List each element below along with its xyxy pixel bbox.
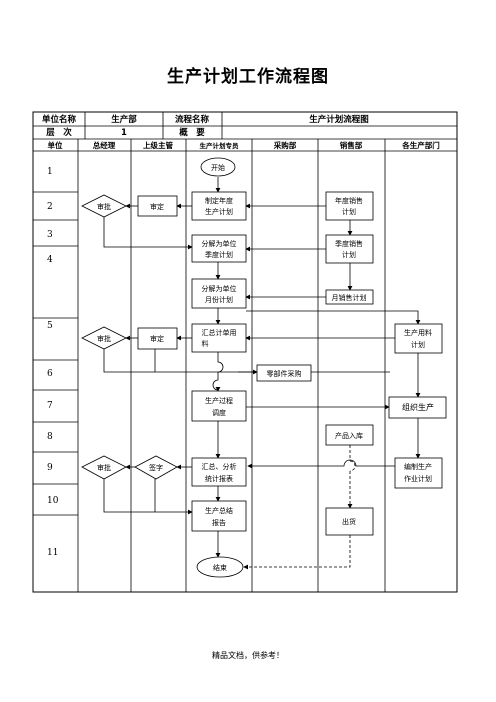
annual-plan-node: 制定年度 生产计划 bbox=[191, 191, 247, 221]
review-node-1: 审定 bbox=[137, 195, 178, 217]
svg-text:编制生产: 编制生产 bbox=[404, 462, 432, 471]
level-label: 层 次 bbox=[45, 127, 72, 138]
monthly-sales-node: 月销售计划 bbox=[325, 289, 374, 305]
svg-text:审定: 审定 bbox=[150, 202, 164, 211]
col-header-unit: 单位 bbox=[48, 140, 63, 150]
svg-text:产品入库: 产品入库 bbox=[335, 431, 363, 440]
process-control-node: 生产过程 调度 bbox=[191, 390, 247, 422]
svg-text:计划: 计划 bbox=[342, 207, 356, 216]
svg-text:汇总、分析: 汇总、分析 bbox=[202, 462, 237, 471]
svg-text:生产用料: 生产用料 bbox=[404, 328, 432, 337]
footer-note: 精品文档，供参考！ bbox=[212, 651, 284, 660]
row-number: 6 bbox=[47, 369, 53, 379]
row-number: 9 bbox=[47, 463, 53, 473]
summary-material-node: 汇总计单用 料 bbox=[191, 323, 247, 353]
svg-text:生产总结: 生产总结 bbox=[205, 506, 233, 515]
col-header-purchasing: 采购部 bbox=[273, 140, 297, 150]
svg-text:作业计划: 作业计划 bbox=[404, 474, 432, 483]
svg-text:月份计划: 月份计划 bbox=[205, 295, 233, 304]
approve-node-2: 审批 bbox=[81, 326, 127, 350]
svg-text:审批: 审批 bbox=[97, 334, 111, 343]
material-plan-node: 生产用料 计划 bbox=[394, 323, 443, 354]
process-name-value: 生产计划流程图 bbox=[309, 114, 369, 125]
svg-text:结束: 结束 bbox=[213, 563, 227, 572]
summary-report-node: 汇总、分析 统计报表 bbox=[191, 457, 247, 487]
summary-label: 概 要 bbox=[179, 127, 205, 138]
svg-text:审批: 审批 bbox=[97, 463, 111, 472]
approve-node-3: 审批 bbox=[81, 455, 127, 480]
parts-purchase-node: 零部件采购 bbox=[256, 364, 312, 382]
row-number: 7 bbox=[47, 401, 53, 411]
monthly-plan-node: 分解为单位 月份计划 bbox=[191, 278, 247, 309]
svg-text:制定年度: 制定年度 bbox=[205, 196, 233, 205]
start-node: 开始 bbox=[200, 157, 236, 177]
quarter-sales-node: 季度销售 计划 bbox=[325, 234, 374, 264]
work-plan-node: 编制生产 作业计划 bbox=[394, 457, 443, 489]
sign-node: 签字 bbox=[134, 455, 178, 480]
row-number: 2 bbox=[47, 202, 53, 212]
row-number: 4 bbox=[47, 255, 53, 265]
approve-node-1: 审批 bbox=[81, 194, 127, 218]
level-value: 1 bbox=[121, 128, 127, 138]
end-node: 结束 bbox=[196, 556, 244, 578]
svg-text:年度销售: 年度销售 bbox=[335, 196, 363, 205]
row-number: 8 bbox=[47, 432, 53, 442]
svg-text:审批: 审批 bbox=[97, 202, 111, 211]
review-node-2: 审定 bbox=[137, 327, 178, 350]
unit-name-value: 生产部 bbox=[111, 114, 137, 125]
svg-text:分解为单位: 分解为单位 bbox=[202, 239, 237, 248]
row-number: 5 bbox=[47, 321, 53, 331]
svg-text:调度: 调度 bbox=[212, 408, 226, 417]
svg-text:季度销售: 季度销售 bbox=[335, 239, 363, 248]
shipment-node: 出货 bbox=[325, 507, 374, 536]
svg-text:计划: 计划 bbox=[342, 250, 356, 259]
row-number: 10 bbox=[47, 496, 59, 506]
col-header-departments: 各生产部门 bbox=[401, 140, 440, 150]
col-header-sales: 销售部 bbox=[340, 140, 363, 150]
table-frame bbox=[32, 111, 458, 593]
quarter-plan-node: 分解为单位 季度计划 bbox=[191, 234, 247, 263]
svg-text:统计报表: 统计报表 bbox=[205, 474, 233, 483]
svg-text:月销售计划: 月销售计划 bbox=[332, 293, 367, 302]
svg-text:分解为单位: 分解为单位 bbox=[202, 284, 237, 293]
svg-text:审定: 审定 bbox=[150, 334, 164, 343]
svg-text:季度计划: 季度计划 bbox=[205, 250, 233, 259]
svg-text:计划: 计划 bbox=[411, 340, 425, 349]
col-header-planner: 生产计划专员 bbox=[200, 141, 240, 150]
production-summary-node: 生产总结 报告 bbox=[191, 500, 247, 532]
col-header-gm: 总经理 bbox=[93, 140, 116, 150]
product-storage-node: 产品入库 bbox=[325, 424, 374, 446]
col-header-supervisor: 上级主管 bbox=[143, 140, 173, 150]
svg-text:生产过程: 生产过程 bbox=[205, 396, 233, 405]
process-name-label: 流程名称 bbox=[175, 114, 210, 125]
row-number: 11 bbox=[47, 548, 58, 558]
svg-text:签字: 签字 bbox=[149, 463, 163, 472]
row-number: 3 bbox=[47, 230, 53, 240]
svg-text:料: 料 bbox=[202, 339, 209, 348]
page-title: 生产计划工作流程图 bbox=[167, 67, 329, 87]
svg-text:零部件采购: 零部件采购 bbox=[267, 369, 302, 378]
svg-text:报告: 报告 bbox=[212, 518, 226, 527]
row-number: 1 bbox=[47, 167, 53, 177]
svg-text:生产计划: 生产计划 bbox=[205, 207, 233, 216]
organize-production-node: 组织生产 bbox=[388, 396, 447, 419]
svg-text:开始: 开始 bbox=[211, 163, 225, 172]
annual-sales-node: 年度销售 计划 bbox=[325, 191, 374, 221]
unit-name-label: 单位名称 bbox=[42, 114, 77, 125]
svg-text:出货: 出货 bbox=[342, 517, 356, 526]
svg-text:汇总计单用: 汇总计单用 bbox=[202, 328, 237, 337]
svg-text:组织生产: 组织生产 bbox=[402, 402, 434, 412]
